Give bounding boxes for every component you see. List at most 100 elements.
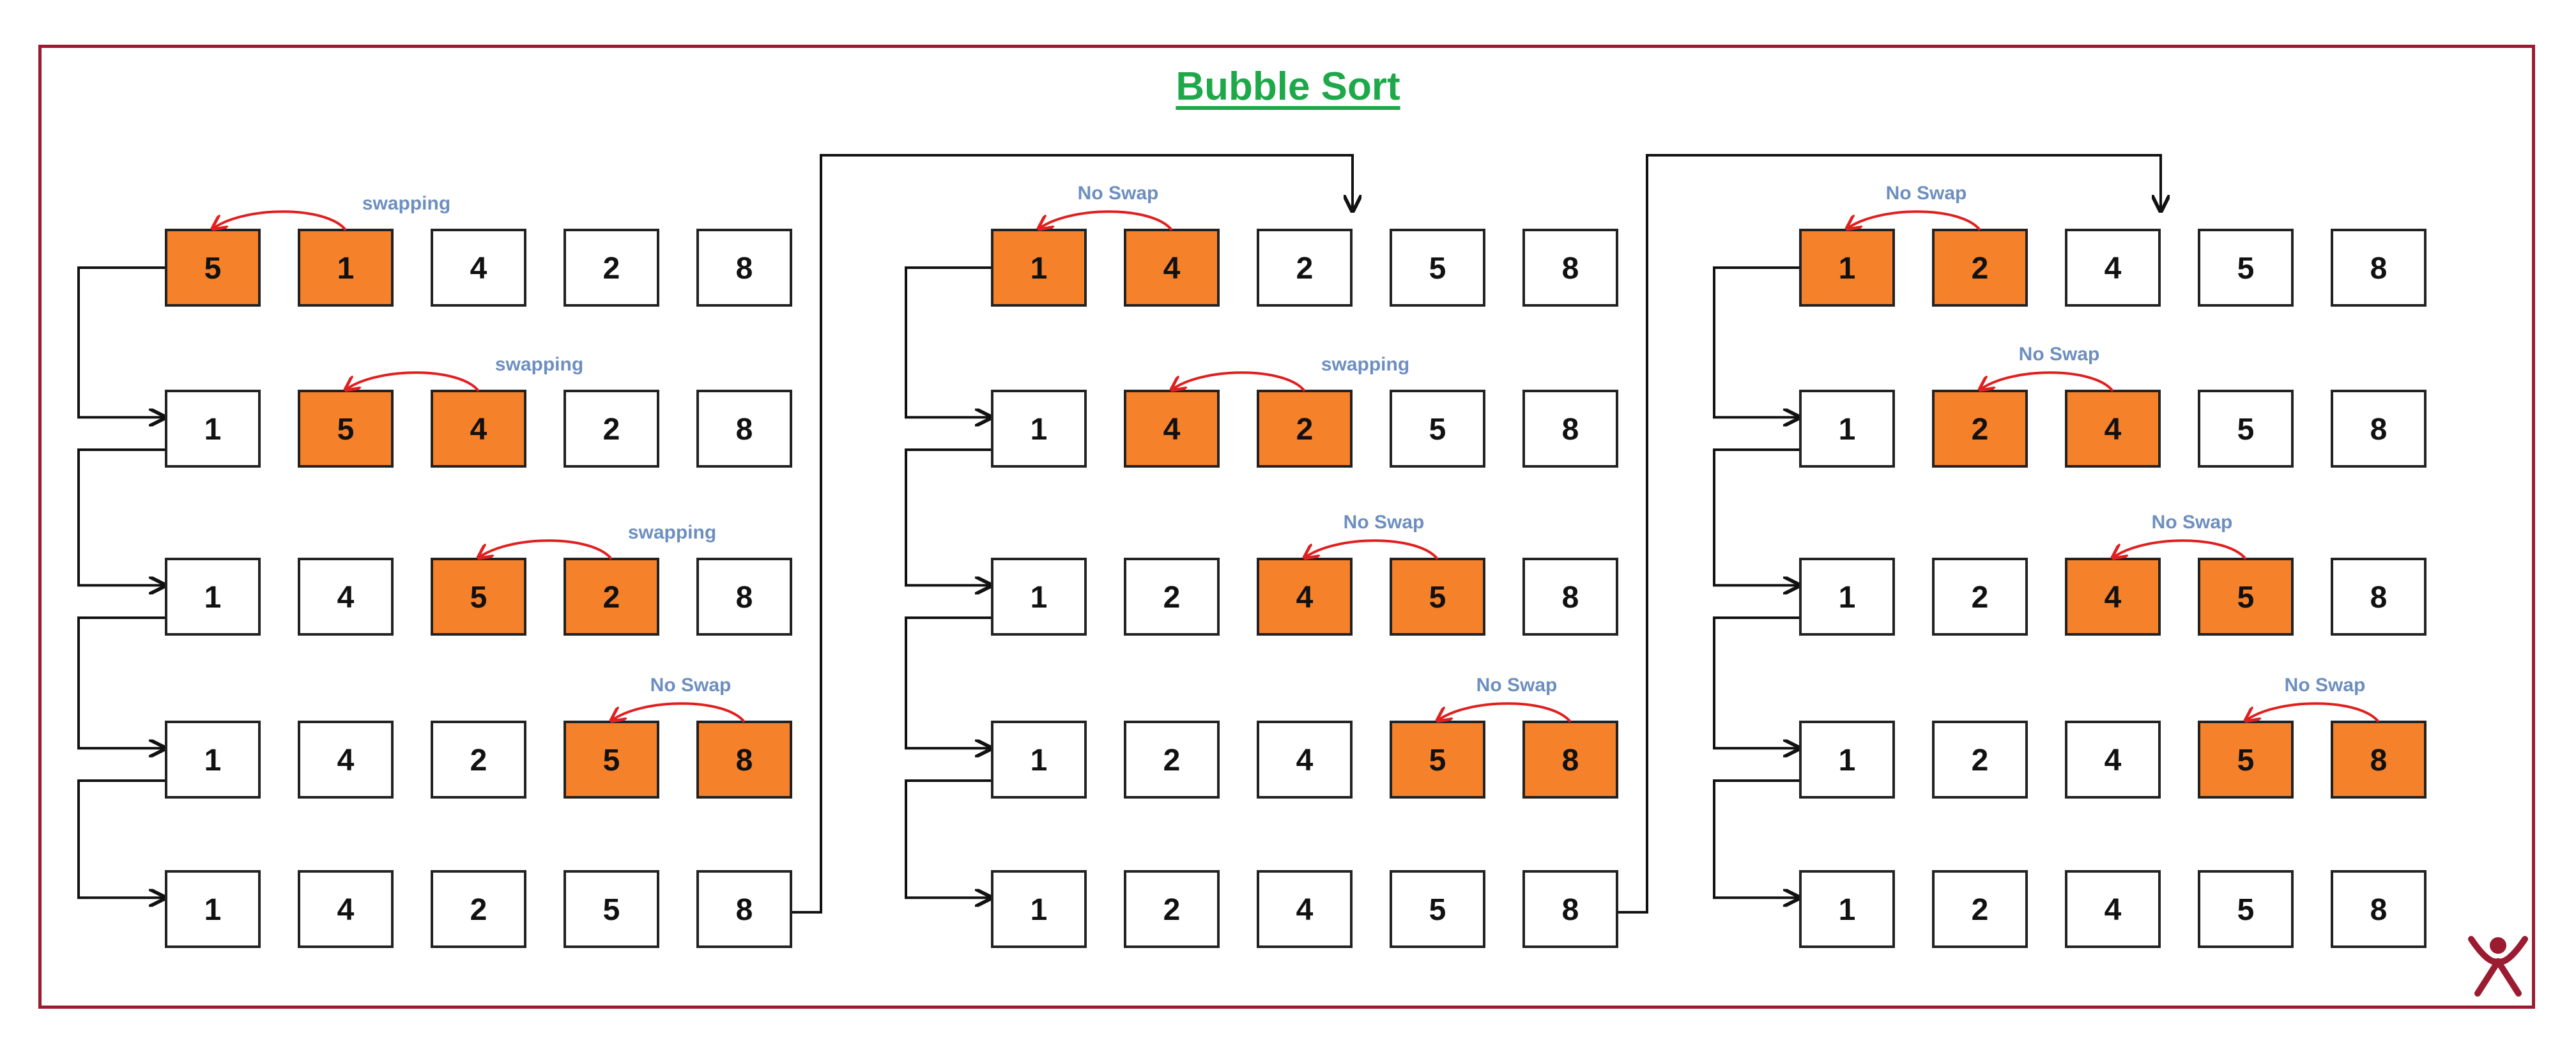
swap-label: No Swap (1476, 675, 1558, 696)
array-cell: 4 (2065, 870, 2161, 948)
row-connector-arrow (905, 448, 992, 585)
cell-value: 5 (1429, 893, 1446, 927)
cell-value: 5 (2237, 744, 2255, 777)
array-cell: 4 (298, 721, 394, 799)
array-cell: 8 (2331, 721, 2426, 799)
compared-cell-box (2198, 558, 2294, 636)
cell-value: 2 (1972, 252, 1989, 286)
cell-box (2331, 229, 2426, 307)
swap-arrow (611, 702, 746, 722)
swap-label: swapping (1321, 354, 1409, 375)
row-connector-arrow (1713, 448, 1800, 585)
swap-arrow (1847, 210, 1981, 230)
array-cell: 4 (1124, 229, 1220, 307)
row-connector-arrow (905, 779, 992, 898)
cell-box (696, 229, 792, 307)
cell-value: 2 (603, 581, 620, 615)
cell-value: 8 (736, 413, 753, 447)
array-cell: 8 (2331, 390, 2426, 468)
cell-value: 5 (2237, 893, 2255, 927)
row-connector-arrow (905, 616, 992, 748)
cell-box (2331, 558, 2426, 636)
cell-value: 4 (2104, 581, 2122, 615)
array-cell: 1 (991, 229, 1087, 307)
cell-box (991, 558, 1087, 636)
cell-value: 5 (1429, 252, 1446, 286)
cell-box (2198, 870, 2294, 948)
swap-label: No Swap (2285, 675, 2366, 696)
swap-arrow (479, 539, 613, 559)
array-cell: 2 (1932, 870, 2028, 948)
array-cell: 4 (298, 870, 394, 948)
cell-value: 2 (1972, 581, 1989, 615)
cell-value: 4 (470, 413, 487, 447)
compared-cell-box (298, 390, 394, 468)
swap-arrow (1172, 371, 1306, 391)
array-cell: 4 (1257, 721, 1353, 799)
array-cell: 1 (991, 558, 1087, 636)
array-cell: 8 (1522, 721, 1618, 799)
row-connector-arrow (1713, 266, 1800, 417)
cell-value: 4 (1296, 893, 1314, 927)
array-cell: 5 (564, 870, 659, 948)
cell-box (431, 229, 526, 307)
array-cell: 2 (1932, 390, 2028, 468)
cell-value: 5 (337, 413, 355, 447)
array-cell: 4 (2065, 721, 2161, 799)
compared-cell-box (298, 229, 394, 307)
compared-cell-box (564, 558, 659, 636)
cell-box (1522, 390, 1618, 468)
array-cell: 1 (1799, 390, 1895, 468)
array-cell: 5 (431, 558, 526, 636)
cell-value: 8 (736, 581, 753, 615)
array-cell: 2 (564, 558, 659, 636)
array-cell: 4 (2065, 229, 2161, 307)
array-cell: 1 (165, 721, 261, 799)
cell-value: 5 (1429, 413, 1446, 447)
cell-box (564, 390, 659, 468)
cell-value: 4 (1296, 581, 1314, 615)
array-cell: 8 (2331, 558, 2426, 636)
pass-connector-arrow (1617, 154, 2161, 914)
array-cell: 4 (1257, 870, 1353, 948)
array-cell: 5 (1390, 390, 1485, 468)
compared-cell-box (1932, 229, 2028, 307)
array-cell: 8 (696, 390, 792, 468)
array-cell: 4 (1257, 558, 1353, 636)
array-cell: 5 (1390, 721, 1485, 799)
array-cell: 4 (298, 558, 394, 636)
cell-value: 8 (1562, 252, 1579, 286)
array-cell: 5 (2198, 721, 2294, 799)
cell-box (1932, 721, 2028, 799)
cell-box (2331, 870, 2426, 948)
array-cell: 5 (2198, 390, 2294, 468)
cell-value: 1 (1031, 581, 1048, 615)
compared-cell-box (2065, 558, 2161, 636)
compared-cell-box (991, 229, 1087, 307)
array-cell: 8 (696, 870, 792, 948)
cell-value: 4 (2104, 252, 2122, 286)
cell-value: 1 (1839, 744, 1856, 777)
swap-arrow (213, 210, 347, 230)
cell-value: 1 (204, 581, 222, 615)
cell-value: 4 (337, 744, 355, 777)
array-cell: 2 (1124, 558, 1220, 636)
cell-value: 2 (1296, 413, 1314, 447)
connector-layer (77, 154, 2161, 914)
compared-cell-box (165, 229, 261, 307)
array-cell: 1 (1799, 721, 1895, 799)
cell-value: 8 (1562, 744, 1579, 777)
cell-value: 4 (2104, 413, 2122, 447)
cell-value: 1 (204, 893, 222, 927)
compared-cell-box (431, 558, 526, 636)
cell-value: 4 (470, 252, 487, 286)
cell-box (1799, 870, 1895, 948)
cell-box (1124, 721, 1220, 799)
cell-box (2065, 870, 2161, 948)
cell-box (564, 870, 659, 948)
compared-cell-box (1932, 390, 2028, 468)
swap-arrow (1039, 210, 1173, 230)
row-connector-arrow (77, 448, 166, 585)
cell-box (1257, 229, 1353, 307)
array-cell: 2 (1257, 229, 1353, 307)
